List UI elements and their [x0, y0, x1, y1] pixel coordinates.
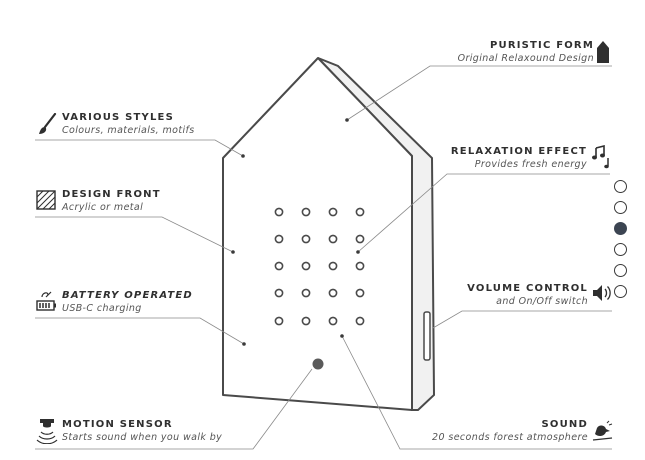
leader-battery [35, 317, 245, 345]
pagination-dot[interactable] [614, 180, 627, 193]
feature-title: MOTION SENSOR [62, 419, 173, 430]
speaker-hole [274, 288, 284, 298]
pagination-dot[interactable] [614, 201, 627, 214]
pagination-dot[interactable] [614, 264, 627, 277]
speaker-hole [355, 316, 365, 326]
feature-title: VOLUME CONTROL [467, 283, 588, 294]
speaker-hole [355, 288, 365, 298]
feature-subtitle: Provides fresh energy [474, 159, 587, 170]
leader-volume [432, 310, 612, 329]
feature-motion-sensor: MOTION SENSOR Starts sound when you walk… [62, 419, 222, 443]
speaker-hole [274, 261, 284, 271]
feature-relaxation-effect: RELAXATION EFFECT Provides fresh energy [451, 146, 587, 170]
leader-motion [35, 368, 313, 450]
leader-sound [341, 335, 612, 450]
feature-various-styles: VARIOUS STYLES Colours, materials, motif… [62, 112, 195, 136]
brush-icon [39, 113, 57, 134]
leader-design [35, 216, 234, 253]
speaker-hole [328, 207, 338, 217]
bird-icon [592, 420, 613, 441]
feature-volume-control: VOLUME CONTROL and On/Off switch [467, 283, 588, 307]
speaker-hole [328, 261, 338, 271]
motion-sensor-icon [36, 419, 58, 444]
feature-battery-operated: BATTERY OPERATED USB-C charging [62, 290, 193, 314]
speaker-hole [301, 316, 311, 326]
feature-subtitle: Colours, materials, motifs [62, 125, 195, 136]
feature-puristic-form: PURISTIC FORM Original Relaxound Design [458, 40, 594, 64]
feature-title: RELAXATION EFFECT [450, 146, 587, 157]
motion-sensor-dot [312, 358, 324, 370]
speaker-hole [355, 234, 365, 244]
speaker-hole [355, 261, 365, 271]
leader-styles [35, 139, 244, 157]
battery-icon [36, 291, 56, 311]
feature-subtitle: Acrylic or metal [62, 202, 144, 213]
speaker-hole [274, 207, 284, 217]
device-front [222, 57, 413, 411]
speaker-icon [593, 285, 611, 301]
volume-switch [423, 311, 431, 361]
feature-subtitle: 20 seconds forest atmosphere [432, 432, 588, 443]
feature-subtitle: Starts sound when you walk by [62, 432, 223, 443]
speaker-holes [274, 207, 365, 326]
feature-title: BATTERY OPERATED [62, 290, 193, 301]
speaker-hole [328, 316, 338, 326]
speaker-hole [355, 207, 365, 217]
feature-subtitle: Original Relaxound Design [457, 53, 594, 64]
feature-title: VARIOUS STYLES [62, 112, 174, 123]
feature-title: DESIGN FRONT [62, 189, 161, 200]
hatch-pattern-icon [36, 190, 56, 210]
slide-pagination [614, 180, 634, 298]
speaker-hole [301, 288, 311, 298]
pagination-dot[interactable] [614, 285, 627, 298]
speaker-hole [301, 234, 311, 244]
feature-title: SOUND [541, 419, 588, 430]
speaker-hole [301, 261, 311, 271]
speaker-hole [274, 234, 284, 244]
pagination-dot[interactable] [614, 222, 627, 235]
feature-title: PURISTIC FORM [489, 40, 594, 51]
feature-design-front: DESIGN FRONT Acrylic or metal [62, 189, 161, 213]
feature-sound: SOUND 20 seconds forest atmosphere [432, 419, 588, 443]
leader-relaxation [357, 173, 610, 253]
feature-subtitle: USB-C charging [62, 303, 142, 314]
speaker-hole [274, 316, 284, 326]
pagination-dot[interactable] [614, 243, 627, 256]
house-icon [597, 41, 609, 63]
music-note-icon [592, 145, 609, 169]
speaker-hole [301, 207, 311, 217]
speaker-hole [328, 288, 338, 298]
leader-puristic [346, 65, 612, 121]
speaker-hole [328, 234, 338, 244]
feature-subtitle: and On/Off switch [496, 296, 588, 307]
